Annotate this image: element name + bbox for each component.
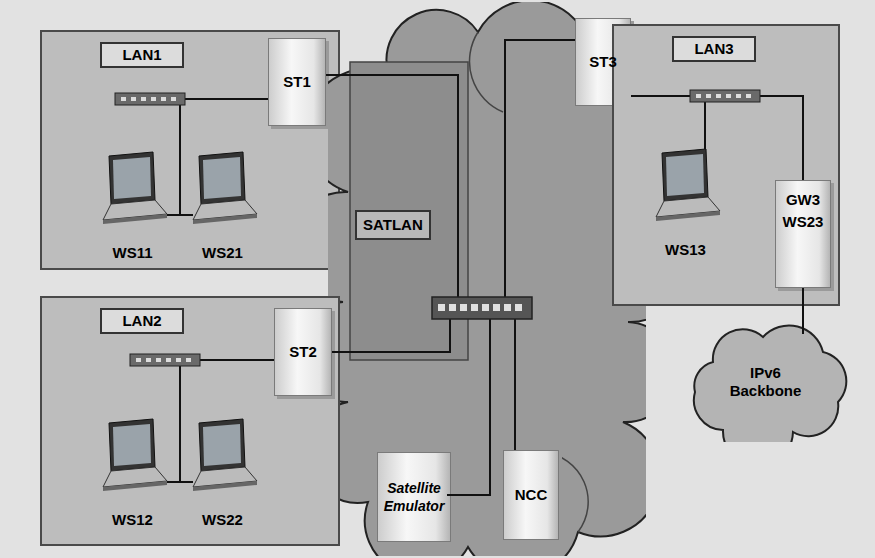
cloud-label: SATLAN: [355, 210, 431, 240]
device-label: NCC: [515, 486, 548, 504]
network-cloud: IPv6 Backbone: [683, 322, 848, 442]
lan-label: LAN3: [672, 36, 756, 62]
workstation-label: WS11: [95, 244, 170, 261]
wire: [167, 366, 193, 482]
lan-label: LAN2: [100, 308, 184, 334]
device-label: ST3: [589, 53, 617, 71]
wire: [332, 319, 450, 352]
workstation-label: WS21: [185, 244, 260, 261]
wire: [326, 75, 458, 297]
wire: [185, 98, 268, 100]
wire: [200, 359, 274, 361]
workstation-label: WS13: [648, 241, 723, 258]
device-label: GW3: [786, 191, 820, 209]
hub: [115, 93, 185, 105]
laptop-icon: [185, 148, 260, 236]
workstation: WS13: [648, 145, 723, 263]
laptop-icon: [95, 148, 170, 236]
cloud-label: IPv6 Backbone: [716, 364, 816, 400]
wire: [167, 105, 193, 215]
lan-box: LAN3WS13 GW3WS23: [612, 24, 840, 306]
workstation: WS22: [185, 415, 260, 533]
wire: [631, 95, 690, 97]
workstation-label: WS12: [95, 511, 170, 528]
workstation: WS21: [185, 148, 260, 266]
device-label: WS23: [783, 213, 824, 231]
lan-label: LAN1: [100, 42, 184, 68]
device-label: Satellite Emulator: [378, 479, 450, 515]
laptop-icon: [185, 415, 260, 503]
wire: [514, 319, 516, 450]
hub: [130, 354, 200, 366]
network-device: ST1: [268, 38, 326, 126]
laptop-icon: [648, 145, 723, 233]
hub: [690, 90, 760, 102]
wires: [167, 40, 803, 495]
workstation: WS11: [95, 148, 170, 266]
device-label: ST2: [289, 343, 317, 361]
connector-line: [802, 288, 804, 334]
wire: [505, 40, 575, 297]
network-device: GW3WS23: [775, 180, 831, 288]
workstation-label: WS22: [185, 511, 260, 528]
network-device: Satellite Emulator: [377, 452, 451, 542]
switch: [432, 297, 532, 319]
network-device: ST2: [274, 308, 332, 396]
laptop-icon: [95, 415, 170, 503]
wire: [704, 102, 706, 149]
wire: [760, 96, 803, 180]
network-device: NCC: [503, 450, 559, 540]
wire: [447, 319, 490, 495]
device-label: ST1: [283, 73, 311, 91]
workstation: WS12: [95, 415, 170, 533]
